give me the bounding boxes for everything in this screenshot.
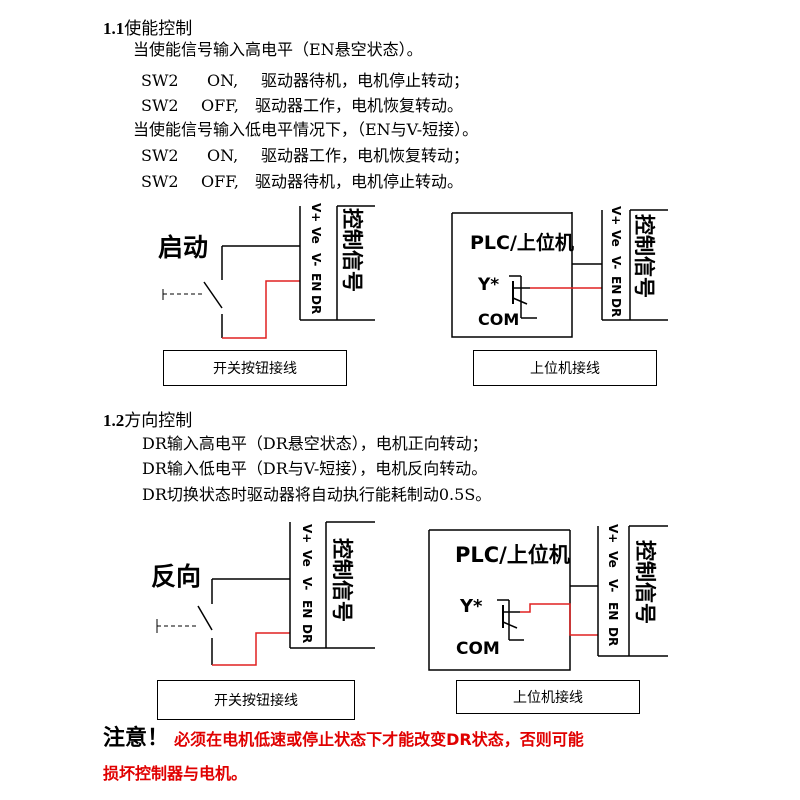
terminal-pins-plc-2: V+ Ve V- EN DR <box>606 524 620 646</box>
svg-text:V-: V- <box>609 256 623 269</box>
section1-line-high: 当使能信号输入高电平（EN悬空状态）。 <box>133 40 423 59</box>
caption-plc-2: 上位机接线 <box>456 680 640 714</box>
svg-text:V+: V+ <box>300 524 314 543</box>
svg-text:EN: EN <box>309 273 323 291</box>
plc-y-label: Y* <box>477 275 499 295</box>
switch-label-2: 反向 <box>151 562 201 591</box>
svg-text:V+: V+ <box>606 524 620 543</box>
switch-label: 启动 <box>158 233 208 262</box>
svg-text:DR: DR <box>309 295 323 314</box>
terminal-pins-2: V+ Ve V- EN DR <box>300 524 314 643</box>
red-wire <box>222 280 300 339</box>
svg-text:EN: EN <box>609 276 623 294</box>
plc-wiring-diagram-1: PLC/上位机 Y* COM V+ Ve V- EN DR 控制信号 <box>451 206 668 338</box>
svg-text:V-: V- <box>309 253 323 266</box>
svg-text:控制信号: 控制信号 <box>340 208 364 292</box>
caption-switch-2: 开关按钮接线 <box>157 680 355 720</box>
red-wire-plc-2 <box>520 603 598 636</box>
control-signal-label-2: 控制信号 <box>330 538 354 622</box>
plc-title-2: PLC/上位机 <box>455 543 570 567</box>
caption-plc-1: 上位机接线 <box>473 350 657 386</box>
svg-text:V+: V+ <box>309 203 323 222</box>
svg-text:EN: EN <box>606 602 620 620</box>
switch-wiring-diagram-1: 启动 V+ Ve V- EN DR 控制信号 <box>158 203 375 339</box>
svg-text:DR: DR <box>300 624 314 643</box>
control-signal-label-plc-2: 控制信号 <box>633 540 657 624</box>
red-wire-2 <box>212 632 290 666</box>
switch-wiring-diagram-2: 反向 V+ Ve V- EN DR 控制信号 <box>151 521 375 666</box>
control-signal-label-plc: 控制信号 <box>632 214 656 298</box>
control-signal-label: 控制信号 <box>340 208 364 292</box>
section1-number: 1.1 <box>103 19 125 38</box>
warning-label: 注意！ <box>103 726 170 751</box>
section2-line-3: DR切换状态时驱动器将自动执行能耗制动0.5S。 <box>142 485 492 504</box>
svg-text:控制信号: 控制信号 <box>633 540 657 624</box>
section1-title: 使能控制 <box>124 19 193 39</box>
plc-com-label: COM <box>478 310 519 329</box>
terminal-pins: V+ Ve V- EN DR <box>309 203 323 314</box>
warning-text-2: 损坏控制器与电机。 <box>103 764 248 783</box>
plc-title: PLC/上位机 <box>470 231 574 254</box>
svg-text:DR: DR <box>606 627 620 646</box>
section2-line-1: DR输入高电平（DR悬空状态），电机正向转动； <box>142 434 488 453</box>
terminal-pins-plc: V+ Ve V- EN DR <box>609 206 623 317</box>
svg-text:V-: V- <box>300 577 314 590</box>
svg-text:Ve: Ve <box>606 551 620 568</box>
svg-text:EN: EN <box>300 600 314 618</box>
svg-text:控制信号: 控制信号 <box>330 538 354 622</box>
svg-text:Ve: Ve <box>609 230 623 247</box>
section1-line-low: 当使能信号输入低电平情况下，（EN与V-短接）。 <box>133 120 479 139</box>
section2-line-2: DR输入低电平（DR与V-短接），电机反向转动。 <box>142 459 488 478</box>
svg-text:DR: DR <box>609 298 623 317</box>
svg-text:Ve: Ve <box>309 227 323 244</box>
plc-com-label-2: COM <box>456 639 500 659</box>
plc-y-label-2: Y* <box>459 596 483 617</box>
plc-wiring-diagram-2: PLC/上位机 Y* COM V+ Ve V- EN DR 控制信号 <box>428 524 668 671</box>
section1-heading: 1.1使能控制 <box>103 14 192 39</box>
caption-switch-1: 开关按钮接线 <box>163 350 347 386</box>
svg-text:控制信号: 控制信号 <box>632 214 656 298</box>
svg-text:V-: V- <box>606 579 620 592</box>
warning-note: 注意！ 必须在电机低速或停止状态下才能改变DR状态，否则可能 <box>103 728 584 751</box>
svg-text:V+: V+ <box>609 206 623 225</box>
section2-title: 方向控制 <box>124 411 193 431</box>
section2-heading: 1.2方向控制 <box>103 406 192 431</box>
warning-text-1: 必须在电机低速或停止状态下才能改变DR状态，否则可能 <box>174 730 584 749</box>
svg-text:Ve: Ve <box>300 550 314 567</box>
section2-number: 1.2 <box>103 411 125 430</box>
